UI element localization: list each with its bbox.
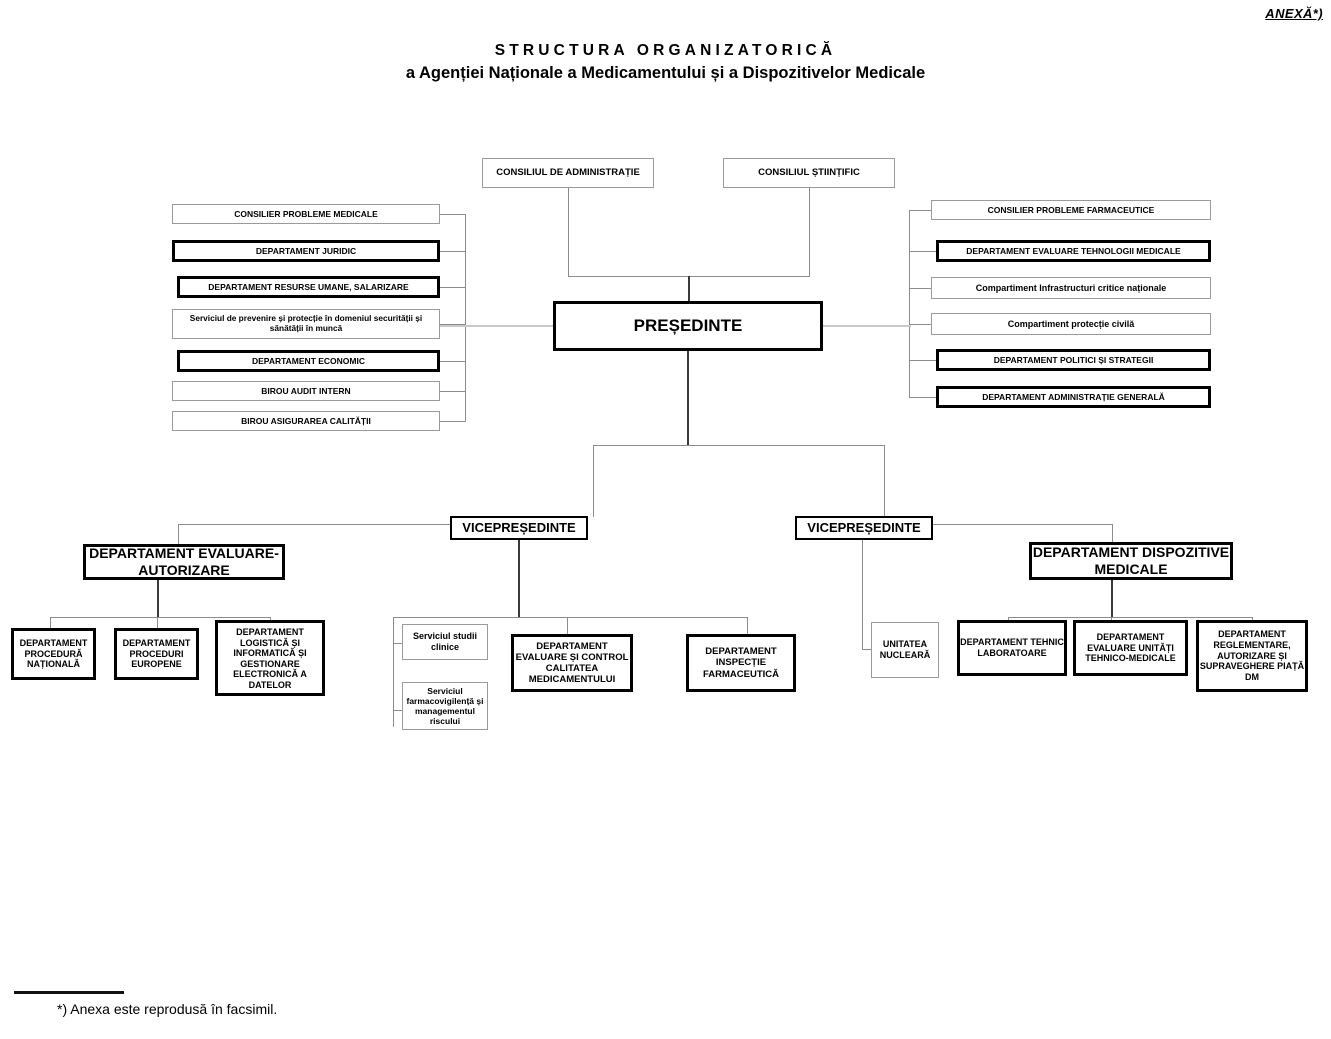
connector-left-stub-5 <box>440 361 466 362</box>
box-vicepresedinte-left[interactable]: VICEPREȘEDINTE <box>450 516 588 540</box>
connector-vpright-down-nuclear <box>862 540 863 650</box>
box-birou-asigurarea-calitatii[interactable]: BIROU ASIGURAREA CALITĂȚII <box>172 411 440 431</box>
connector-vpleft-down <box>518 540 520 618</box>
box-serviciul-prevenire-protectie[interactable]: Serviciul de prevenire și protecție în d… <box>172 309 440 339</box>
box-departament-logistica-informatica[interactable]: DEPARTAMENT LOGISTICĂ ȘI INFORMATICĂ ȘI … <box>215 620 325 696</box>
box-departament-proceduri-europene[interactable]: DEPARTAMENT PROCEDURI EUROPENE <box>114 628 199 680</box>
connector-right-spine <box>909 210 910 398</box>
footnote-rule <box>14 991 124 994</box>
connector-left-stub-1 <box>440 214 466 215</box>
connector-center-left-down <box>393 617 394 727</box>
box-serviciul-studii-clinice[interactable]: Serviciul studii clinice <box>402 624 488 660</box>
connector-vpleft-to-eval <box>178 524 452 525</box>
box-departament-resurse-umane-salarizare[interactable]: DEPARTAMENT RESURSE UMANE, SALARIZARE <box>177 276 440 298</box>
connector-council-left-down <box>568 188 569 276</box>
box-consiliul-de-administratie[interactable]: CONSILIUL DE ADMINISTRAȚIE <box>482 158 654 188</box>
box-departament-evaluare-unitati-tehnico-medicale[interactable]: DEPARTAMENT EVALUARE UNITĂȚI TEHNICO-MED… <box>1073 620 1188 676</box>
connector-left-stub-6 <box>440 391 466 392</box>
footnote-text: *) Anexa este reprodusă în facsimil. <box>57 1001 278 1017</box>
box-serviciul-farmacovigilenta[interactable]: Serviciul farmacovigilență și management… <box>402 682 488 730</box>
box-unitatea-nucleara[interactable]: UNITATEA NUCLEARĂ <box>871 622 939 678</box>
annex-label: ANEXĂ*) <box>1265 6 1323 21</box>
connector-left-spine-to-president <box>440 325 555 327</box>
box-compartiment-infrastructuri-critice[interactable]: Compartiment Infrastructuri critice nați… <box>931 277 1211 299</box>
connector-nuclear-stub <box>862 649 874 650</box>
box-departament-evaluare-control-calitatea[interactable]: DEPARTAMENT EVALUARE ȘI CONTROL CALITATE… <box>511 634 633 692</box>
connector-left-stub-2 <box>440 251 466 252</box>
box-departament-evaluare-autorizare-label: DEPARTAMENT EVALUARE-AUTORIZARE <box>89 545 279 578</box>
box-departament-inspectie-farmaceutica[interactable]: DEPARTAMENT INSPECȚIE FARMACEUTICĂ <box>686 634 796 692</box>
connector-center-mid-down <box>567 617 568 635</box>
box-departament-politici-si-strategii[interactable]: DEPARTAMENT POLITICI ȘI STRATEGII <box>936 349 1211 371</box>
connector-vpright-to-dm <box>933 524 1113 525</box>
box-departament-evaluare-autorizare[interactable]: DEPARTAMENT EVALUARE-AUTORIZARE <box>83 544 285 580</box>
connector-dm-down <box>1111 580 1113 618</box>
connector-right-stub-2 <box>909 251 938 252</box>
page-title-line2: a Agenției Naționale a Medicamentului și… <box>405 64 926 82</box>
connector-council-right-down <box>809 188 810 276</box>
connector-left-stub-4 <box>440 324 466 325</box>
connector-vice-left-down <box>593 445 594 517</box>
connector-left-stub-7 <box>440 421 466 422</box>
connector-eval-child-1 <box>50 617 51 629</box>
connector-eval-child-2 <box>157 617 158 629</box>
connector-eval-drop <box>178 524 179 546</box>
connector-council-to-president <box>688 276 690 308</box>
box-vicepresedinte-right[interactable]: VICEPREȘEDINTE <box>795 516 933 540</box>
box-departament-tehnic-laboratoare[interactable]: DEPARTAMENT TEHNIC LABORATOARE <box>957 620 1067 676</box>
connector-vice-bar <box>593 445 885 446</box>
connector-president-down <box>687 351 689 446</box>
box-birou-audit-intern[interactable]: BIROU AUDIT INTERN <box>172 381 440 401</box>
connector-dm-drop <box>1112 524 1113 544</box>
connector-vice-right-down <box>884 445 885 517</box>
box-departament-economic[interactable]: DEPARTAMENT ECONOMIC <box>177 350 440 372</box>
box-consilier-probleme-medicale[interactable]: CONSILIER PROBLEME MEDICALE <box>172 204 440 224</box>
box-compartiment-protectie-civila[interactable]: Compartiment protecție civilă <box>931 313 1211 335</box>
connector-right-stub-1 <box>909 210 933 211</box>
box-presedinte[interactable]: PREȘEDINTE <box>553 301 823 351</box>
connector-right-stub-5 <box>909 360 938 361</box>
page-title-line1: STRUCTURA ORGANIZATORICĂ <box>494 42 837 59</box>
connector-right-stub-4 <box>909 324 933 325</box>
box-consiliul-stiintific[interactable]: CONSILIUL ȘTIINȚIFIC <box>723 158 895 188</box>
connector-eval-down <box>157 580 159 618</box>
box-departament-dispozitive-medicale[interactable]: DEPARTAMENT DISPOZITIVE MEDICALE <box>1029 542 1233 580</box>
box-departament-reglementare-autorizare[interactable]: DEPARTAMENT REGLEMENTARE, AUTORIZARE ȘI … <box>1196 620 1308 692</box>
box-departament-procedura-nationala[interactable]: DEPARTAMENT PROCEDURĂ NAȚIONALĂ <box>11 628 96 680</box>
box-departament-administratie-generala[interactable]: DEPARTAMENT ADMINISTRAȚIE GENERALĂ <box>936 386 1211 408</box>
connector-right-spine-to-president <box>821 325 911 327</box>
connector-center-bar <box>393 617 748 618</box>
box-consilier-probleme-farmaceutice[interactable]: CONSILIER PROBLEME FARMACEUTICE <box>931 200 1211 220</box>
connector-eval-bar <box>50 617 270 618</box>
connector-left-spine <box>465 214 466 421</box>
box-departament-juridic[interactable]: DEPARTAMENT JURIDIC <box>172 240 440 262</box>
connector-left-stub-3 <box>440 287 466 288</box>
connector-dm-bar <box>1008 617 1253 618</box>
connector-right-stub-6 <box>909 397 938 398</box>
connector-serviciu-2-stub <box>393 710 405 711</box>
box-departament-evaluare-tehnologii-medicale[interactable]: DEPARTAMENT EVALUARE TEHNOLOGII MEDICALE <box>936 240 1211 262</box>
connector-center-right-down <box>747 617 748 635</box>
connector-right-stub-3 <box>909 288 933 289</box>
connector-serviciu-1-stub <box>393 643 405 644</box>
